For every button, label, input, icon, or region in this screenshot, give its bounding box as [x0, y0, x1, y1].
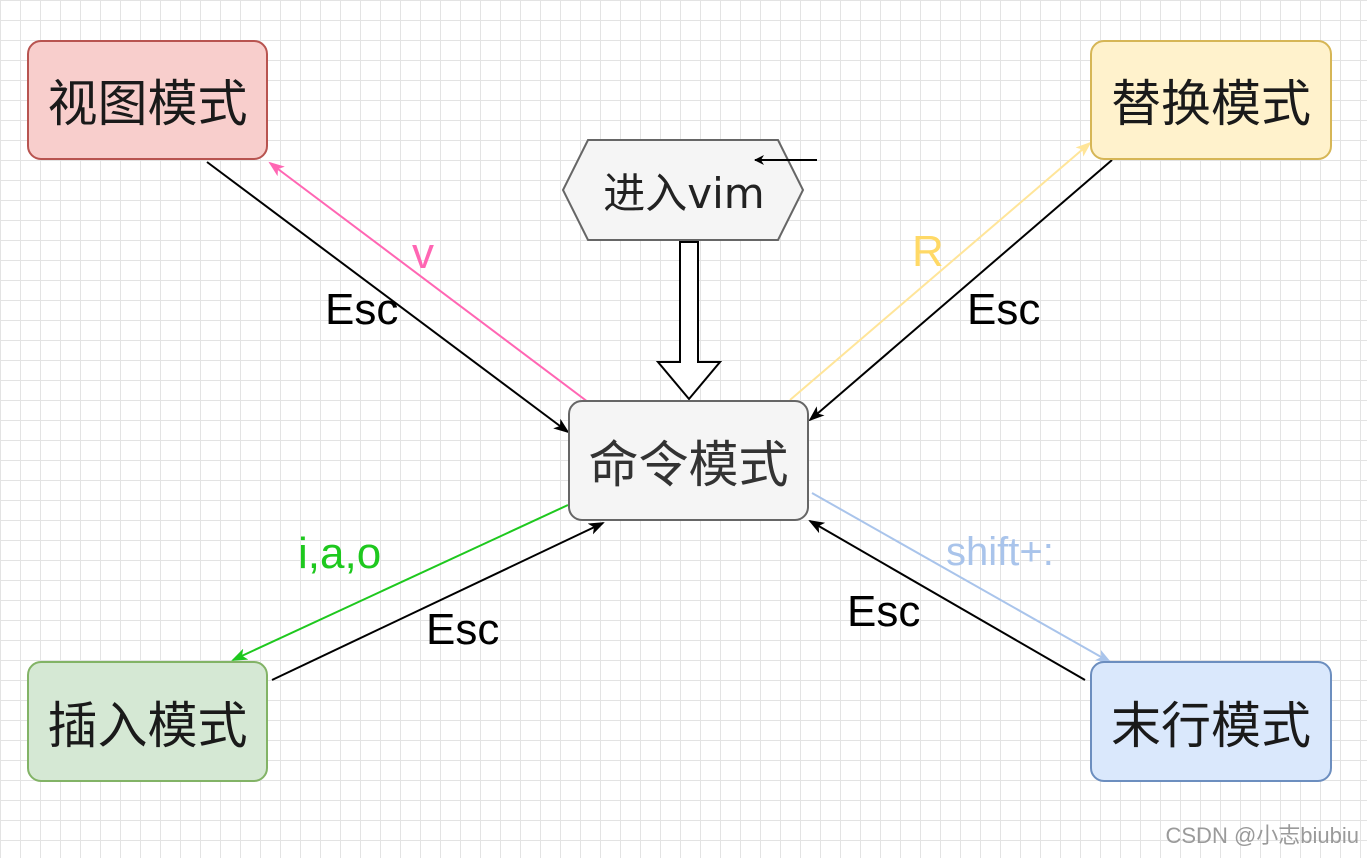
start-block-arrow — [655, 241, 723, 401]
edge-label-r: R — [912, 227, 944, 276]
edge-last-line-to-command — [808, 519, 1086, 681]
edge-command-to-last-line — [811, 492, 1112, 663]
insert-mode-node[interactable]: 插入模式 — [27, 661, 268, 782]
edge-command-to-insert — [231, 504, 569, 661]
edge-replace-to-command — [808, 159, 1113, 422]
edge-command-to-replace — [789, 141, 1092, 401]
command-mode-node[interactable]: 命令模式 — [568, 400, 809, 521]
edge-label-shift-colon: shift+: — [946, 530, 1054, 574]
edge-insert-to-command — [271, 522, 605, 681]
edge-label-v: v — [412, 229, 434, 278]
edge-label-esc-replace: Esc — [967, 285, 1041, 334]
edge-label-esc-insert: Esc — [426, 605, 500, 654]
view-mode-node[interactable]: 视图模式 — [27, 40, 268, 160]
last-line-mode-node[interactable]: 末行模式 — [1090, 661, 1332, 782]
edge-label-esc-view: Esc — [325, 285, 399, 334]
start-node-label[interactable]: 进入vim — [603, 168, 765, 218]
edge-label-iao: i,a,o — [298, 529, 382, 578]
start-hexagon — [561, 139, 805, 241]
edge-label-esc-last-line: Esc — [847, 587, 921, 636]
replace-mode-node[interactable]: 替换模式 — [1090, 40, 1332, 160]
edge-view-to-command — [206, 161, 570, 434]
watermark: CSDN @小志biubiu — [1165, 823, 1360, 848]
edge-command-to-view — [268, 161, 589, 403]
